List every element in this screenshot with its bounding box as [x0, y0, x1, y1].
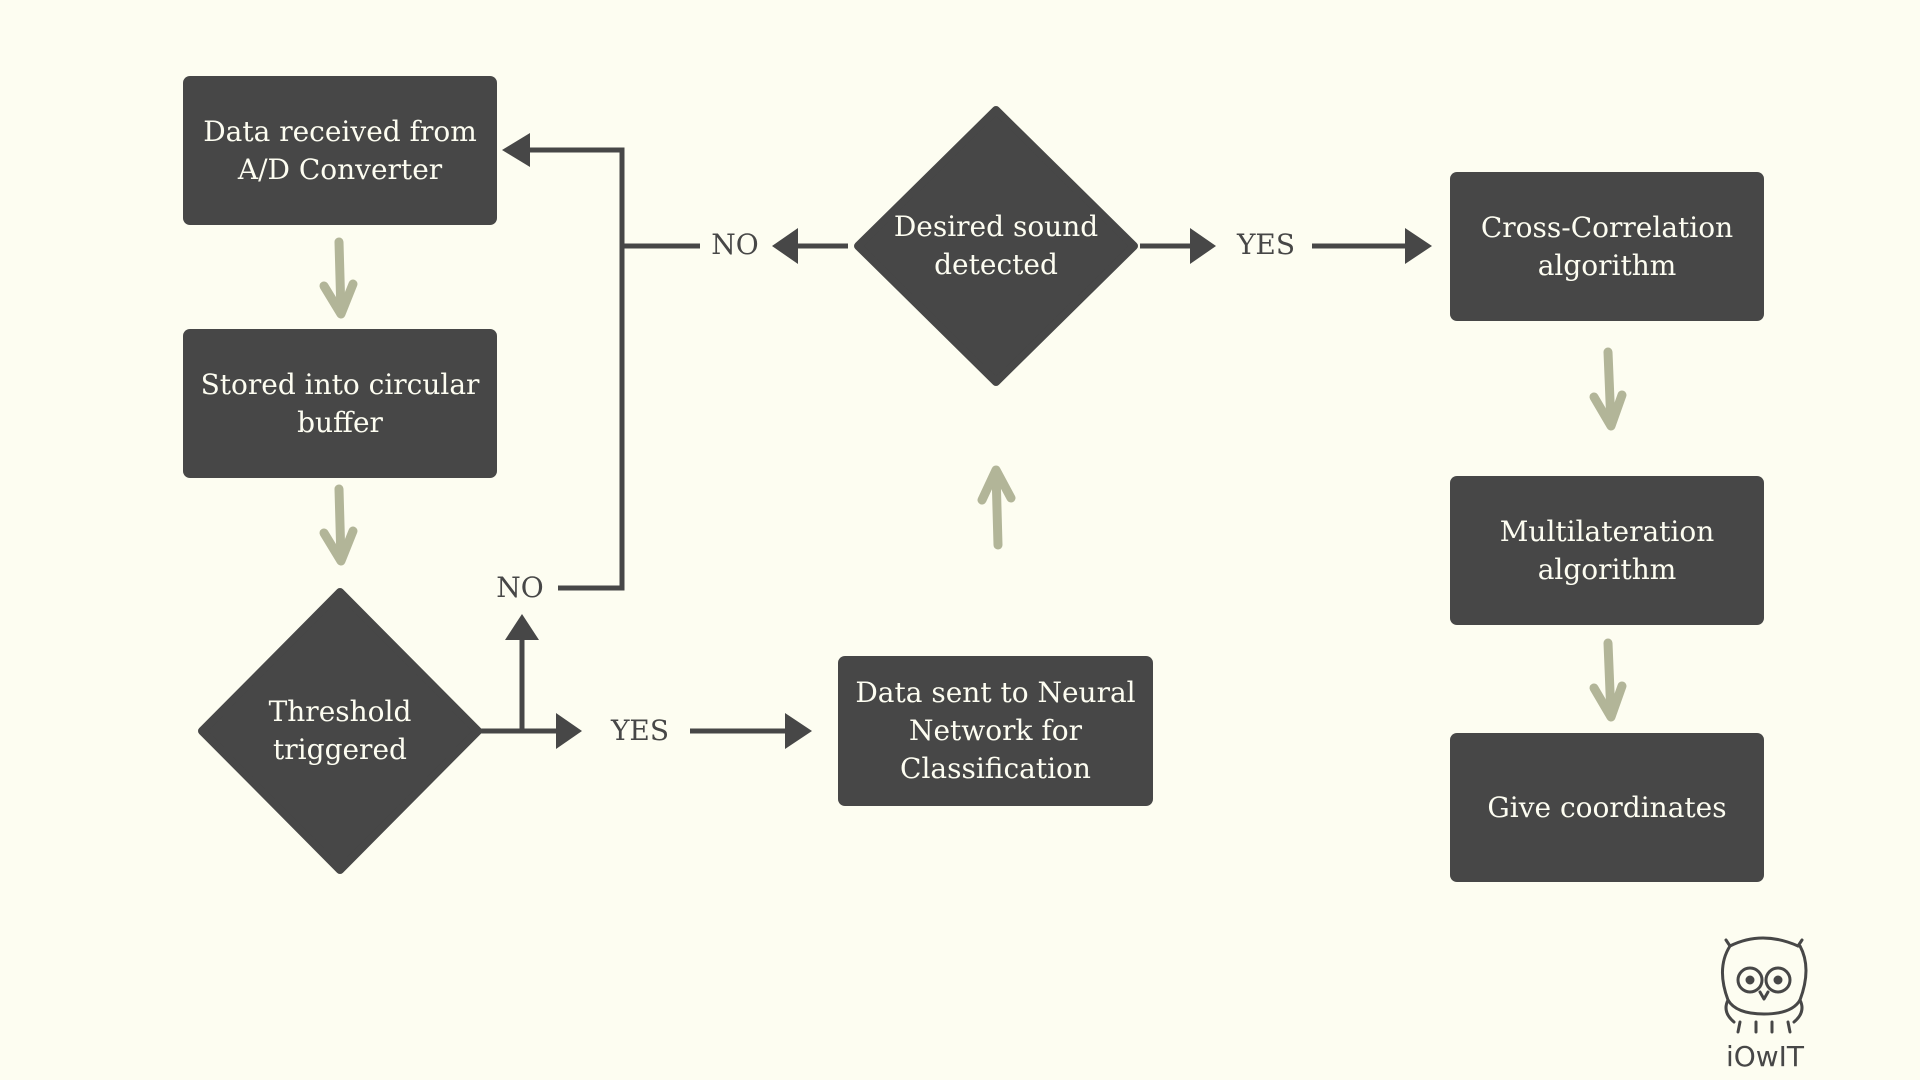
step-arrow-down: [1589, 638, 1627, 722]
threshold-diamond: [198, 588, 482, 874]
threshold-no-connector: [478, 147, 700, 734]
step-arrow-down: [319, 484, 358, 566]
desired-sound-node-label: Desired sound detected: [893, 210, 1099, 281]
arrow-head-left: [772, 228, 798, 264]
sound-no-label: NO: [711, 228, 759, 261]
step-arrow-down: [319, 237, 358, 319]
cross-correlation-node: Cross-Correlation algorithm: [1450, 172, 1764, 321]
logo-text: iOwIT: [1725, 1040, 1805, 1073]
arrow-head-right: [1405, 228, 1432, 264]
arrow-head-right: [1190, 228, 1216, 264]
arrow-head-right: [556, 713, 582, 749]
circular-buffer-node: Stored into circular buffer: [183, 329, 497, 478]
arrow-head-up: [505, 614, 539, 640]
threshold-node-label: Threshold triggered: [268, 695, 412, 766]
threshold-yes-label: YES: [610, 714, 670, 747]
arrow-head-right: [785, 713, 812, 749]
step-arrows: [319, 237, 1627, 722]
multilateration-node: Multilateration algorithm: [1450, 476, 1764, 625]
sound-yes-label: YES: [1236, 228, 1296, 261]
owl-logo-icon: [1721, 936, 1808, 1034]
arrow-head-left: [502, 133, 530, 167]
coordinates-node: Give coordinates: [1450, 733, 1764, 882]
desired-sound-diamond: [854, 106, 1138, 386]
step-arrow-down: [1589, 347, 1627, 431]
threshold-no-label: NO: [496, 571, 544, 604]
step-arrow-up: [977, 465, 1016, 550]
neural-network-node: Data sent to Neural Network for Classifi…: [838, 656, 1153, 806]
ad-converter-node: Data received from A/D Converter: [183, 76, 497, 225]
